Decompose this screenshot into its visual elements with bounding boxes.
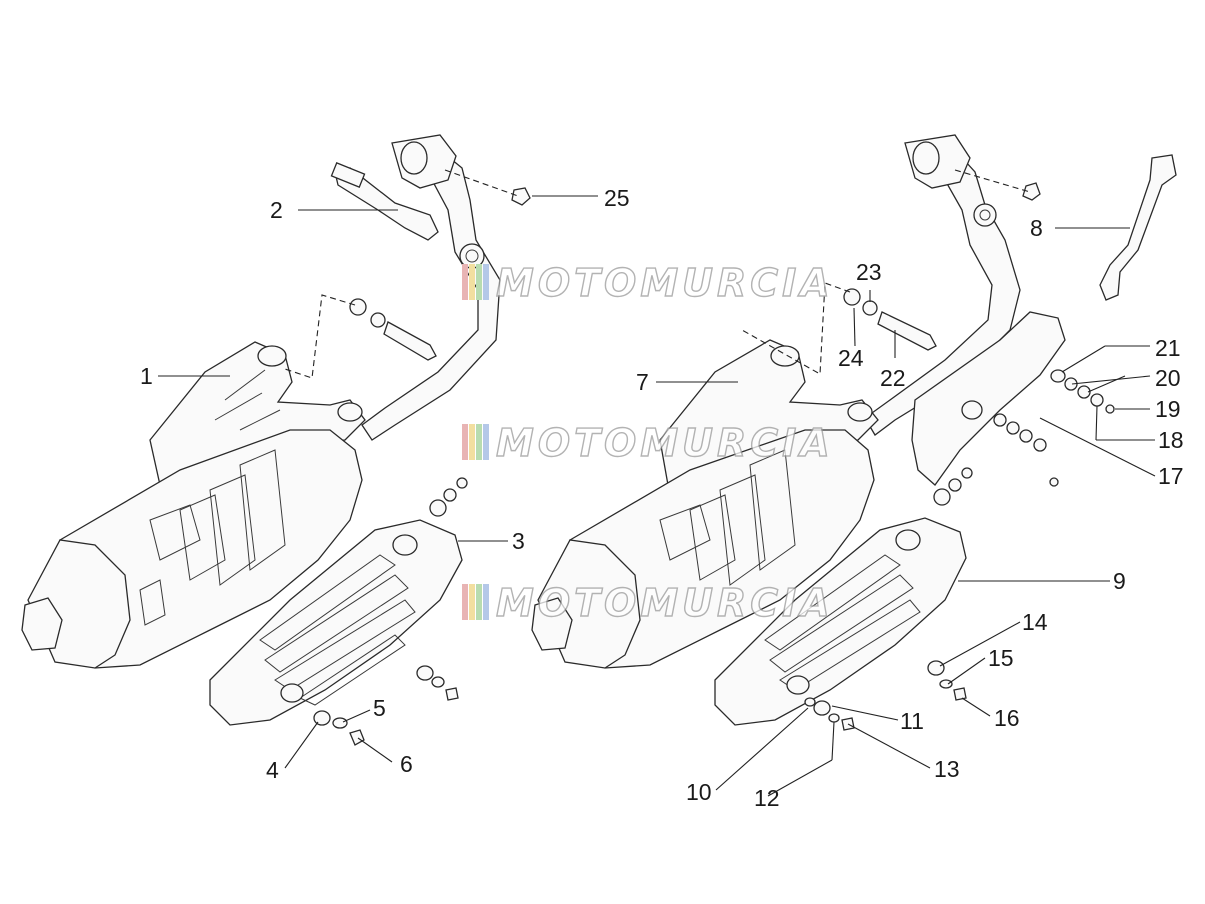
watermark-top: MOTOMURCIA <box>462 260 834 306</box>
callout-13: 13 <box>934 756 960 782</box>
left-header-pipe <box>361 149 501 441</box>
left-nut-25 <box>511 187 531 206</box>
left-flange-port <box>400 141 428 175</box>
callout-16: 16 <box>994 705 1020 731</box>
callout-14: 14 <box>1022 609 1048 635</box>
callout-2: 2 <box>270 197 283 223</box>
right-oxygen-sensor <box>1099 154 1177 301</box>
callout-10: 10 <box>686 779 712 805</box>
callout-25: 25 <box>604 185 630 211</box>
washer-15 <box>939 679 953 689</box>
screw-16 <box>953 687 967 701</box>
left-oxygen-sensor <box>334 167 439 241</box>
watermark-stripe <box>462 264 468 300</box>
watermark-middle: MOTOMURCIA <box>462 420 834 466</box>
washer-23 <box>862 300 878 316</box>
left-washer-5 <box>332 717 348 729</box>
callout-labels: 1 2 3 4 5 6 7 8 9 10 11 12 13 14 15 16 1… <box>140 185 1184 811</box>
right-exhaust-assembly <box>531 134 1177 731</box>
assembly-guide-lines <box>281 169 1031 379</box>
callout-7: 7 <box>636 369 649 395</box>
left-grommet-top <box>429 499 447 517</box>
right-heat-shield <box>714 517 967 726</box>
bolt-22 <box>877 311 937 351</box>
callout-12: 12 <box>754 785 780 811</box>
left-bolt <box>383 321 437 361</box>
left-washer-2 <box>370 312 386 328</box>
callout-19: 19 <box>1155 396 1181 422</box>
watermark: MOTOMURCIA MOTOMURCIA MOTOMURCIA <box>462 260 834 626</box>
left-washer <box>349 298 367 316</box>
washer-12 <box>828 713 840 723</box>
callout-3: 3 <box>512 528 525 554</box>
grommet-11 <box>813 700 831 716</box>
callout-15: 15 <box>988 645 1014 671</box>
washer-10 <box>804 697 816 707</box>
watermark-bottom: MOTOMURCIA <box>462 580 834 626</box>
right-muffler-ribs <box>659 449 796 586</box>
left-grommet-4 <box>313 710 331 726</box>
callout-5: 5 <box>373 695 386 721</box>
washer-24 <box>843 288 861 306</box>
grommet-14 <box>927 660 945 676</box>
left-muffler-ribs <box>139 449 286 626</box>
left-heat-shield <box>209 519 463 726</box>
watermark-text: MOTOMURCIA <box>496 581 834 625</box>
left-muffler-body <box>59 429 363 669</box>
callout-17: 17 <box>1158 463 1184 489</box>
watermark-text: MOTOMURCIA <box>496 421 834 465</box>
callout-20: 20 <box>1155 365 1181 391</box>
callout-21: 21 <box>1155 335 1181 361</box>
callout-24: 24 <box>838 345 864 371</box>
left-screw-6 <box>349 729 365 746</box>
callout-1: 1 <box>140 363 153 389</box>
left-exhaust-assembly <box>21 134 531 746</box>
callout-11: 11 <box>900 708 924 734</box>
callout-4: 4 <box>266 757 279 783</box>
callout-8: 8 <box>1030 215 1043 241</box>
right-pipe-heat-guard <box>911 311 1066 486</box>
left-muffler-tailpipe <box>21 597 63 651</box>
callout-9: 9 <box>1113 568 1126 594</box>
leader-lines <box>158 195 1156 797</box>
right-muffler-body <box>569 429 875 669</box>
callout-18: 18 <box>1158 427 1184 453</box>
callout-22: 22 <box>880 365 906 391</box>
callout-6: 6 <box>400 751 413 777</box>
watermark-text: MOTOMURCIA <box>496 261 834 305</box>
callout-23: 23 <box>856 259 882 285</box>
